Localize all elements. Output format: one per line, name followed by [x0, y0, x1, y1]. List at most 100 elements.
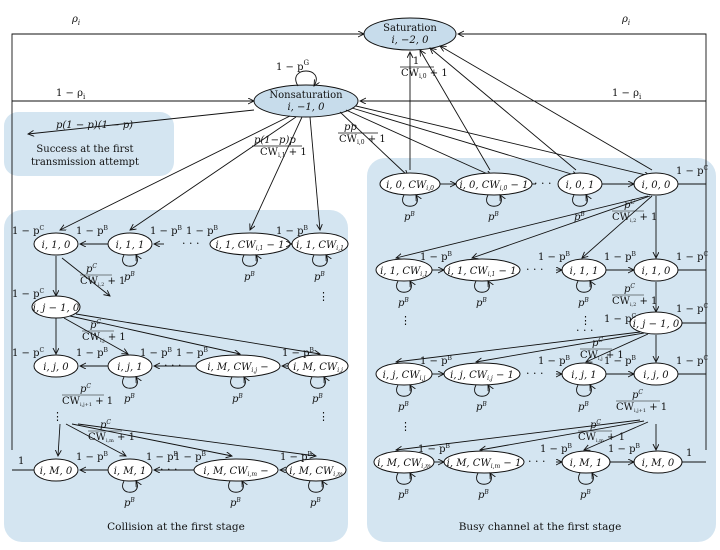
bm-lbl-1: 1 — [686, 448, 692, 459]
state-c-1-cw-minus1 — [209, 232, 291, 256]
success-region — [4, 112, 174, 176]
b0-dots: · · · — [534, 177, 551, 190]
state-c-j-1-label: i, j, 1 — [117, 362, 142, 373]
b-vdots-1: ⋮ — [400, 314, 411, 327]
state-b-0-cw-label: i, 0, CWi,0 — [386, 180, 434, 192]
b-diag-1c — [582, 195, 653, 258]
saturation-state: i, −2, 0 — [391, 35, 429, 46]
state-b-1-cw-minus1-label: i, 1, CWi,1 − 1 — [448, 266, 517, 278]
state-b-j-0-label: i, j, 0 — [643, 370, 669, 381]
state-c-m-1-label: i, M, 1 — [114, 466, 147, 477]
c1-lbl-b2: 1 − pB — [150, 225, 183, 237]
b0-loop-lbl-3: pB — [574, 211, 585, 223]
b-diag-jc — [586, 333, 649, 362]
c-diag-m-c — [71, 423, 232, 456]
saturation-node — [363, 17, 457, 51]
b1-self-loop-1 — [396, 281, 412, 293]
edge-ns-b01 — [351, 107, 578, 176]
success-line2: transmission attempt — [31, 157, 139, 168]
b1-self-loop-3 — [576, 281, 592, 293]
c1-loop-lbl-1: pB — [124, 271, 135, 283]
bj-loop-lbl-1: pB — [398, 401, 409, 413]
edge-b0cw1-sat — [420, 50, 491, 171]
cj-dots: · · · — [164, 359, 181, 372]
cm-self-loop-3 — [308, 481, 324, 493]
nonsaturation-state: i, −1, 0 — [287, 102, 325, 113]
collision-region-label: Collision at the first stage — [107, 521, 245, 533]
bm-lbl-b1: 1 − pB — [418, 443, 451, 455]
state-c-1-cw-minus1-label: i, 1, CWi,1 − 1 — [216, 240, 285, 252]
edge-ns-c11 — [130, 116, 297, 230]
state-b-0-0-label: i, 0, 0 — [642, 180, 671, 191]
b-frac-2-num: pC — [624, 283, 635, 295]
b-diag-1a — [396, 195, 649, 258]
c-frac-m-den: CWi,m + 1 — [88, 432, 135, 444]
cm-loop-lbl-2: pB — [230, 497, 241, 509]
bm-loop-lbl-3: pB — [580, 489, 591, 501]
one-minus-rho-label-left: 1 − ρi — [56, 88, 86, 101]
to-busy-den: CWi,0 + 1 — [339, 134, 386, 146]
b-frac-1-den: CWi,2 + 1 — [612, 212, 657, 224]
outer-loop-top-right — [458, 34, 707, 450]
c-frac-j1-den: CWi,j+1 + 1 — [62, 396, 113, 408]
b1-dots: · · · — [526, 263, 543, 276]
edge-ns-b0cw1 — [345, 109, 492, 176]
b-diag-mb — [480, 420, 645, 450]
to-collision-den: CWi,1 + 1 — [260, 147, 307, 159]
c1-lbl-b3: 1 − pB — [186, 225, 219, 237]
b0-lbl-c: 1 − pC — [676, 165, 709, 177]
state-c-m-cw-label: i, M, CWi,m — [289, 466, 343, 478]
b0-self-loop-3 — [572, 195, 588, 207]
rho-label-right: ρi — [621, 14, 630, 27]
bjm1-lbl-c-right: 1 − pC — [676, 303, 709, 315]
state-b-j-cw-label: i, j, CWi,j — [383, 370, 426, 382]
state-c-1-1-label: i, 1, 1 — [116, 240, 145, 251]
b-frac-j1-den: CWi,j+1 + 1 — [616, 402, 667, 414]
bj-lbl-b2: 1 − pB — [538, 355, 571, 367]
b-diag-mc — [584, 421, 649, 450]
cm-loop-lbl-3: pB — [310, 497, 321, 509]
state-b-m-cw-label: i, M, CWi,m — [377, 458, 431, 470]
cj-self-loop-3 — [310, 377, 326, 389]
edge-ns-c1cw — [309, 116, 320, 230]
bm-lbl-b3: 1 − pB — [608, 443, 641, 455]
outer-loop-top — [11, 34, 364, 450]
b-hdots-mid: · · · — [576, 324, 593, 337]
rho-label-left: ρi — [71, 14, 80, 27]
c-diag-m-a — [58, 423, 60, 456]
bj-lbl-b1: 1 − pB — [420, 355, 453, 367]
edge-b00-sat — [440, 46, 653, 171]
saturation-edge-num: 1 — [413, 56, 419, 67]
cm-lbl-b2: 1 − pB — [146, 451, 179, 463]
state-b-jm1-0-label: i, j − 1, 0 — [633, 319, 680, 330]
b0-loop-lbl-2: pB — [488, 211, 499, 223]
b1-loop-lbl-3: pB — [578, 297, 589, 309]
state-c-j-cw-minus-label: i, M, CWi,j − — [207, 362, 268, 374]
state-c-1-0-label: i, 1, 0 — [42, 240, 71, 251]
busy-channel-region — [367, 158, 716, 542]
b-frac-j1-num: pC — [632, 389, 643, 401]
b-frac-j-den: CWi,j + 1 — [580, 350, 624, 362]
b-diag-ma — [396, 419, 641, 450]
bm-dots: · · · — [528, 455, 545, 468]
b-diag-1b — [472, 195, 651, 258]
cj-self-loop-1 — [122, 377, 138, 389]
bm-self-loop-2 — [476, 473, 492, 485]
b1-lbl-b2: 1 − pB — [538, 251, 571, 263]
c1-loop-lbl-3: pB — [314, 271, 325, 283]
collision-region — [4, 210, 348, 542]
busy-region-label: Busy channel at the first stage — [459, 521, 622, 533]
c-frac-m-num: pC — [100, 419, 111, 431]
bm-loop-lbl-2: pB — [478, 489, 489, 501]
bj-loop-lbl-3: pB — [578, 401, 589, 413]
c1-self-loop-2 — [242, 255, 258, 267]
state-c-m-cw-minus-label: i, M, CWi,m − — [203, 466, 268, 478]
state-c-j-cw-label: i, M, CWi,j — [293, 362, 343, 374]
c-diag-2c — [75, 313, 320, 354]
state-c-m-0-label: i, M, 0 — [40, 466, 73, 477]
bj-loop-lbl-2: pB — [476, 401, 487, 413]
state-b-j-cw-minus1-label: i, j, CWi,j − 1 — [450, 370, 514, 382]
state-c-1-cw-label: i, 1, CWi,1 — [296, 240, 344, 252]
state-b-1-1-label: i, 1, 1 — [570, 266, 599, 277]
cj-loop-lbl-2: pB — [232, 393, 243, 405]
